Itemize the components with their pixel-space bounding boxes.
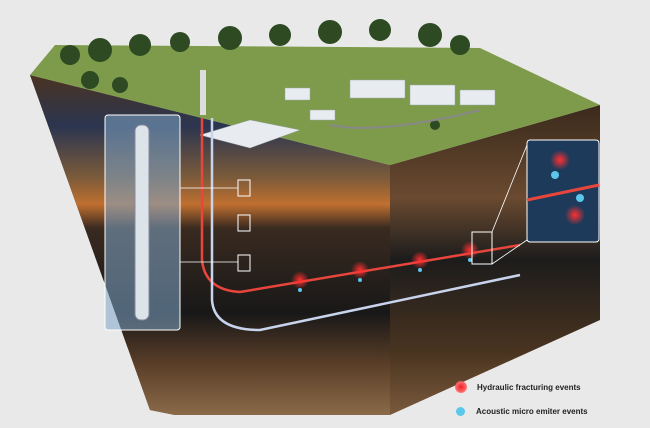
legend-label: Acoustic micro emiter events [476, 407, 588, 416]
well-bores [200, 118, 521, 332]
legend-item-acoustic: Acoustic micro emiter events [455, 407, 588, 416]
red-dot-icon [455, 381, 467, 393]
blue-dot-icon [456, 407, 465, 416]
facility-buildings [199, 79, 496, 149]
trees [60, 19, 470, 130]
fracture-inset [526, 139, 600, 243]
drilling-rig [200, 70, 206, 115]
road [329, 109, 481, 129]
legend-item-hydraulic: Hydraulic fracturing events [455, 381, 581, 393]
fracture-events [291, 241, 479, 292]
legend-label: Hydraulic fracturing events [477, 382, 581, 392]
tool-inset [104, 114, 181, 331]
ground-surface [30, 45, 600, 165]
callout-lines [180, 144, 528, 265]
